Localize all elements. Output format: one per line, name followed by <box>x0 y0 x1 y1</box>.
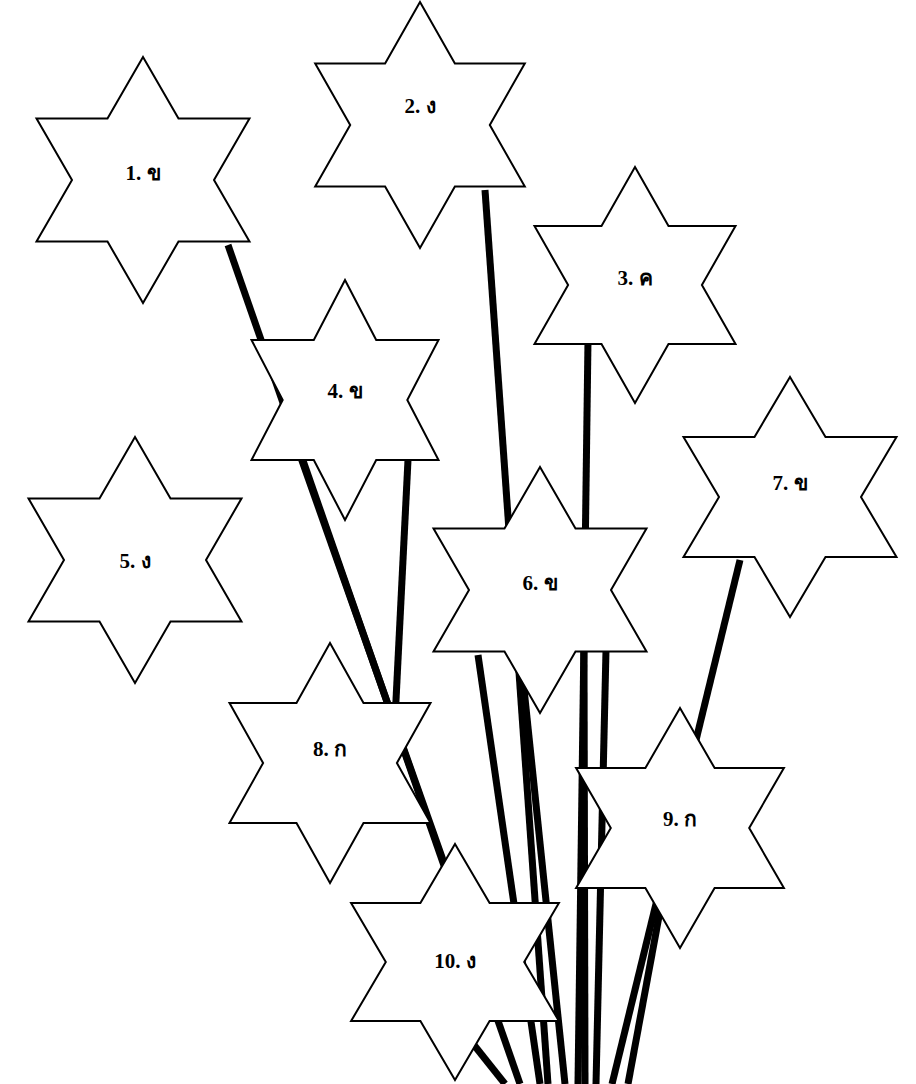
answer-label: 9. ก <box>663 802 697 835</box>
answer-label: 10. ง <box>434 944 476 977</box>
star-shape: 5. ง <box>10 435 260 685</box>
answer-label: 5. ง <box>120 544 151 577</box>
star-outline <box>297 0 543 250</box>
star-outline <box>212 641 448 885</box>
star-shape: 1. ข <box>18 55 268 305</box>
star-shape: 9. ก <box>558 706 802 950</box>
star-outline <box>665 375 915 619</box>
answer-label: 7. ข <box>773 466 808 499</box>
answer-label: 4. ข <box>328 374 363 407</box>
star-shape: 7. ข <box>665 375 915 619</box>
answer-label: 6. ข <box>523 566 558 599</box>
star-shape: 8. ก <box>212 641 448 885</box>
star-shape: 6. ข <box>415 465 665 715</box>
answer-label: 1. ข <box>126 156 161 189</box>
star-shape: 4. ข <box>235 278 455 522</box>
star-shape: 10. ง <box>333 842 577 1082</box>
answer-label: 8. ก <box>313 732 347 765</box>
answer-label: 3. ค <box>618 261 653 294</box>
star-shape: 3. ค <box>517 165 753 405</box>
star-shape: 2. ง <box>297 0 543 250</box>
answer-label: 2. ง <box>405 89 436 122</box>
